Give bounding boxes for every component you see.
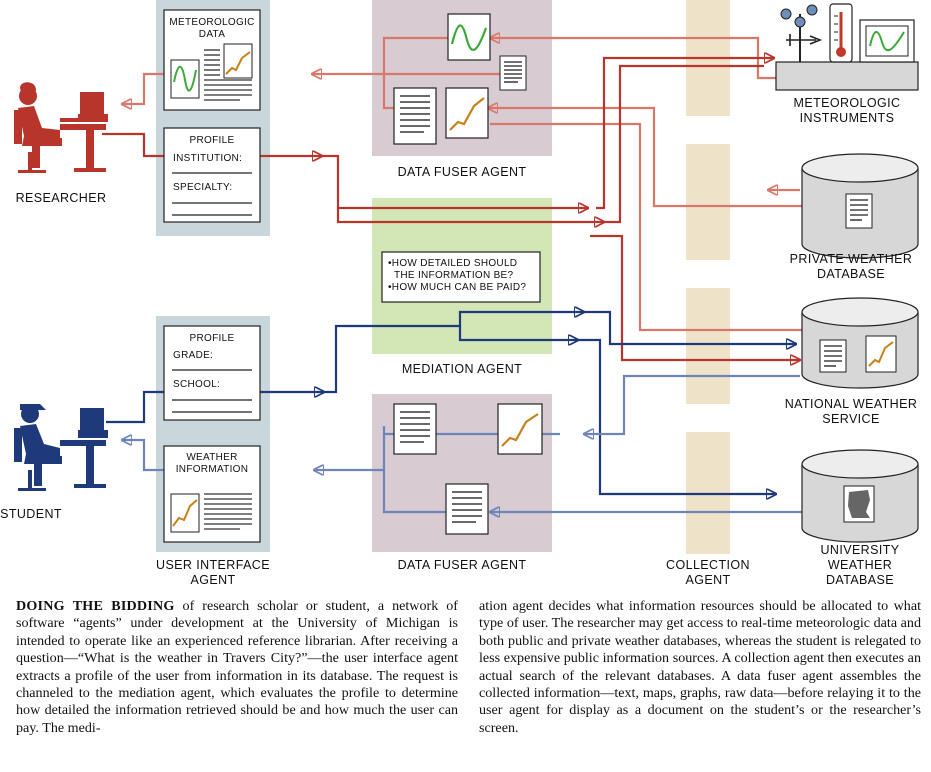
line-collection-to-university <box>578 338 776 494</box>
caption-left-text: of research scholar or student, a networ… <box>16 598 458 736</box>
collection-agent-label: COLLECTION AGENT <box>666 558 750 587</box>
student-grade-field: GRADE: <box>173 350 214 361</box>
national-weather-icon <box>801 297 919 389</box>
researcher-data-document <box>163 9 261 111</box>
caption-right-column: ation agent decides what information res… <box>479 598 921 736</box>
fuser-bottom-documents <box>393 403 543 535</box>
caption-lead: DOING THE BIDDING <box>16 598 175 614</box>
line-collection-to-national <box>590 234 800 360</box>
line-national-to-fuser <box>584 374 800 434</box>
instruments-label: METEOROLOGIC INSTRUMENTS <box>793 96 901 125</box>
researcher-profile-title: PROFILE <box>189 135 235 146</box>
collection-panel-3 <box>686 288 730 404</box>
student-label: STUDENT <box>0 507 62 521</box>
data-fuser-bottom-label: DATA FUSER AGENT <box>397 558 527 572</box>
instruments-icon <box>775 3 919 91</box>
university-database-icon <box>801 449 919 543</box>
student-data-document <box>163 445 261 543</box>
student-profile-card <box>163 325 261 421</box>
agent-network-diagram <box>14 0 919 554</box>
university-database-label: UNIVERSITY WEATHER DATABASE <box>820 543 900 587</box>
student-data-title: WEATHER INFORMATION <box>175 452 249 475</box>
researcher-figure <box>14 82 108 173</box>
mediation-question-1: •HOW DETAILED SHOULD <box>388 258 518 269</box>
student-profile-title: PROFILE <box>189 333 235 344</box>
fuser-top-documents <box>393 13 527 145</box>
student-figure <box>14 404 108 491</box>
mediation-question-2: THE INFORMATION BE? <box>388 270 514 281</box>
collection-panel-2 <box>686 144 730 260</box>
student-school-field: SCHOOL: <box>173 379 221 390</box>
researcher-specialty-field: SPECIALTY: <box>173 182 233 193</box>
private-database-icon <box>801 153 919 259</box>
researcher-data-title: METEOROLOGIC DATA <box>169 17 255 40</box>
mediation-questions-card <box>381 251 541 303</box>
data-fuser-top-label: DATA FUSER AGENT <box>397 165 527 179</box>
national-weather-label: NATIONAL WEATHER SERVICE <box>784 397 918 426</box>
line-collection-to-instruments <box>596 58 774 210</box>
line-collection-to-national-blue <box>458 326 578 340</box>
researcher-profile-card <box>163 127 261 223</box>
caption-left-column: DOING THE BIDDING of research scholar or… <box>16 598 458 737</box>
mediation-agent-label: MEDIATION AGENT <box>401 362 523 376</box>
researcher-label: RESEARCHER <box>15 191 107 205</box>
user-interface-agent-label: USER INTERFACE AGENT <box>156 558 270 587</box>
researcher-institution-field: INSTITUTION: <box>173 153 243 164</box>
mediation-question-3: •HOW MUCH CAN BE PAID? <box>388 282 527 293</box>
private-database-label: PRIVATE WEATHER DATABASE <box>789 252 913 281</box>
